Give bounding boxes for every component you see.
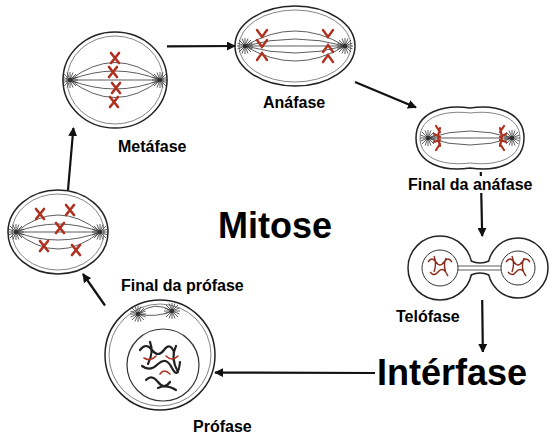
metaphase-cell: [62, 32, 168, 128]
phase-label: Metáfase: [117, 138, 187, 156]
cycle-arrow: [355, 82, 416, 107]
telophase-cell: [471, 261, 489, 275]
telophase-cell: [488, 238, 548, 298]
late-anaphase-cell: [428, 131, 512, 145]
phase-name: Anáfase: [262, 94, 326, 111]
late-anaphase-cell: [420, 112, 520, 163]
anaphase-cell: [323, 45, 333, 52]
telophase-cell: [408, 236, 472, 300]
late-anaphase-cell: [420, 130, 436, 146]
cycle-title: Mitose: [217, 205, 333, 246]
prophase-cell: [127, 329, 199, 401]
telophase-node: Telófase: [408, 236, 548, 300]
metaphase-cell: [70, 63, 160, 98]
prophase-cell: [105, 300, 215, 410]
late-anaphase-cell: [434, 126, 440, 150]
prophase-cell: [105, 300, 215, 410]
late-anaphase-node: Final da anáfase: [416, 104, 524, 172]
telophase-cell: [408, 236, 548, 300]
anaphase-cell: [237, 38, 253, 54]
prophase-cell: [164, 303, 180, 319]
late-prophase-cell: [8, 224, 24, 240]
cycle-arrow: [167, 45, 235, 48]
phase-label: Prófase: [192, 418, 253, 436]
late-anaphase-cell: [416, 107, 524, 169]
late-prophase-cell: [56, 223, 64, 233]
cycle-title-label: Mitose: [217, 205, 333, 247]
late-prophase-cell: [40, 241, 48, 251]
prophase-cell: [109, 304, 211, 406]
phase-name: Final da anáfase: [407, 176, 534, 193]
late-prophase-cell: [66, 205, 74, 215]
anaphase-cell: [323, 55, 333, 62]
late-prophase-cell: [12, 194, 104, 270]
late-prophase-cell: [8, 190, 108, 274]
phase-name: Telófase: [395, 308, 461, 325]
metaphase-cell: [111, 53, 119, 63]
anaphase-cell: [257, 30, 267, 37]
phase-name: Final da prófase: [120, 277, 245, 294]
cycle-arrow: [83, 274, 105, 306]
late-prophase-cell: [36, 209, 44, 219]
metaphase-cell: [152, 72, 168, 88]
cycle-arrow: [215, 372, 375, 375]
late-prophase-cell: [8, 190, 108, 274]
anaphase-cell: [239, 10, 351, 82]
phase-name: Prófase: [192, 418, 253, 435]
anaphase-cell: [235, 6, 355, 86]
anaphase-cell: [235, 6, 355, 86]
telophase-cell: [422, 250, 458, 286]
metaphase-cell: [63, 32, 167, 128]
cycle-arrow: [481, 300, 484, 352]
metaphase-node: Metáfase: [63, 32, 167, 128]
telophase-cell: [468, 262, 492, 275]
metaphase-cell: [112, 83, 120, 93]
prophase-node: Prófase: [105, 300, 215, 410]
metaphase-cell: [62, 72, 78, 88]
metaphase-cell: [110, 97, 118, 107]
anaphase-cell: [245, 31, 345, 61]
prophase-cell: [144, 356, 178, 374]
late-anaphase-cell: [504, 130, 520, 146]
interphase-node: Intérfase: [375, 352, 529, 394]
late-prophase-cell: [16, 215, 100, 249]
late-prophase-node: Final da prófase: [8, 190, 108, 274]
late-anaphase-cell: [500, 126, 506, 150]
phase-label: Final da prófase: [120, 277, 245, 295]
late-prophase-cell: [72, 245, 80, 255]
anaphase-cell: [323, 30, 333, 37]
anaphase-cell: [337, 38, 353, 54]
phase-label: Anáfase: [262, 94, 326, 112]
telophase-cell: [501, 251, 535, 285]
late-anaphase-cell: [416, 107, 524, 169]
metaphase-cell: [109, 67, 117, 77]
prophase-cell: [130, 306, 146, 322]
phase-name: Intérfase: [375, 352, 529, 394]
telophase-cell: [452, 266, 506, 270]
phase-label: Telófase: [395, 308, 461, 326]
telophase-cell: [428, 256, 452, 276]
telophase-cell: [506, 256, 530, 276]
phase-label: Final da anáfase: [407, 176, 534, 194]
late-prophase-cell: [92, 224, 108, 240]
anaphase-cell: [257, 40, 267, 47]
cycle-arrow: [68, 128, 73, 190]
anaphase-node: Anáfase: [235, 6, 355, 86]
metaphase-cell: [67, 36, 163, 124]
prophase-cell: [140, 342, 180, 390]
phase-name: Metáfase: [117, 138, 187, 155]
anaphase-cell: [257, 53, 267, 60]
